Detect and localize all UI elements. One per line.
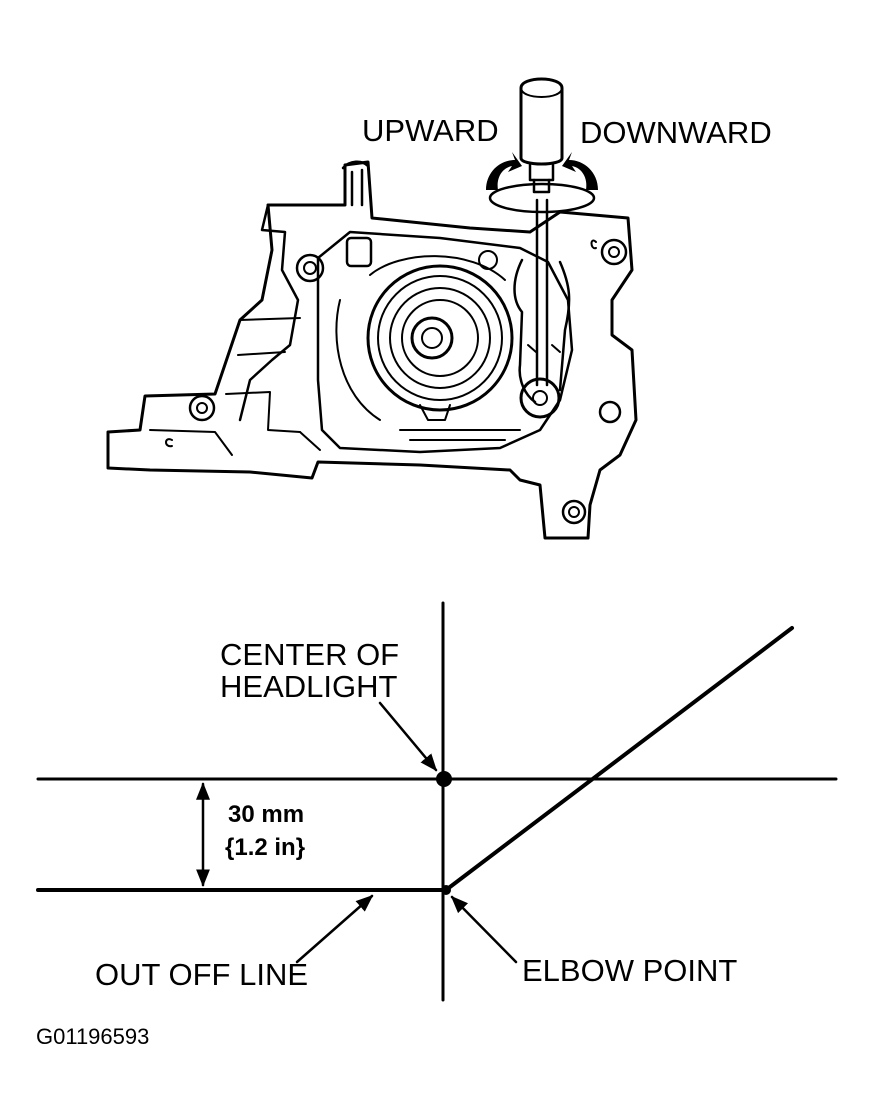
aiming-pattern xyxy=(36,601,838,1002)
center-label-line2: HEADLIGHT xyxy=(220,669,397,704)
elbow-label: ELBOW POINT xyxy=(522,953,737,988)
downward-label: DOWNWARD xyxy=(580,115,772,150)
offset-label-line1: 30 mm xyxy=(228,801,304,828)
offset-label-line2: {1.2 in} xyxy=(225,834,305,861)
rotation-arrows-icon xyxy=(486,152,598,190)
cutoff-leader-arrow xyxy=(295,894,374,964)
figure-id: G01196593 xyxy=(36,1024,149,1049)
center-point xyxy=(436,771,452,787)
elbow-leader-arrow xyxy=(450,895,518,964)
headlight-assembly-illustration xyxy=(106,77,638,540)
elbow-point xyxy=(441,885,451,895)
upward-label: UPWARD xyxy=(362,113,499,148)
center-label-line1: CENTER OF xyxy=(220,637,399,672)
center-leader-arrow xyxy=(378,701,438,772)
cutoff-label: OUT OFF LINE xyxy=(95,957,308,992)
diagonal-cutoff-line xyxy=(444,626,794,892)
